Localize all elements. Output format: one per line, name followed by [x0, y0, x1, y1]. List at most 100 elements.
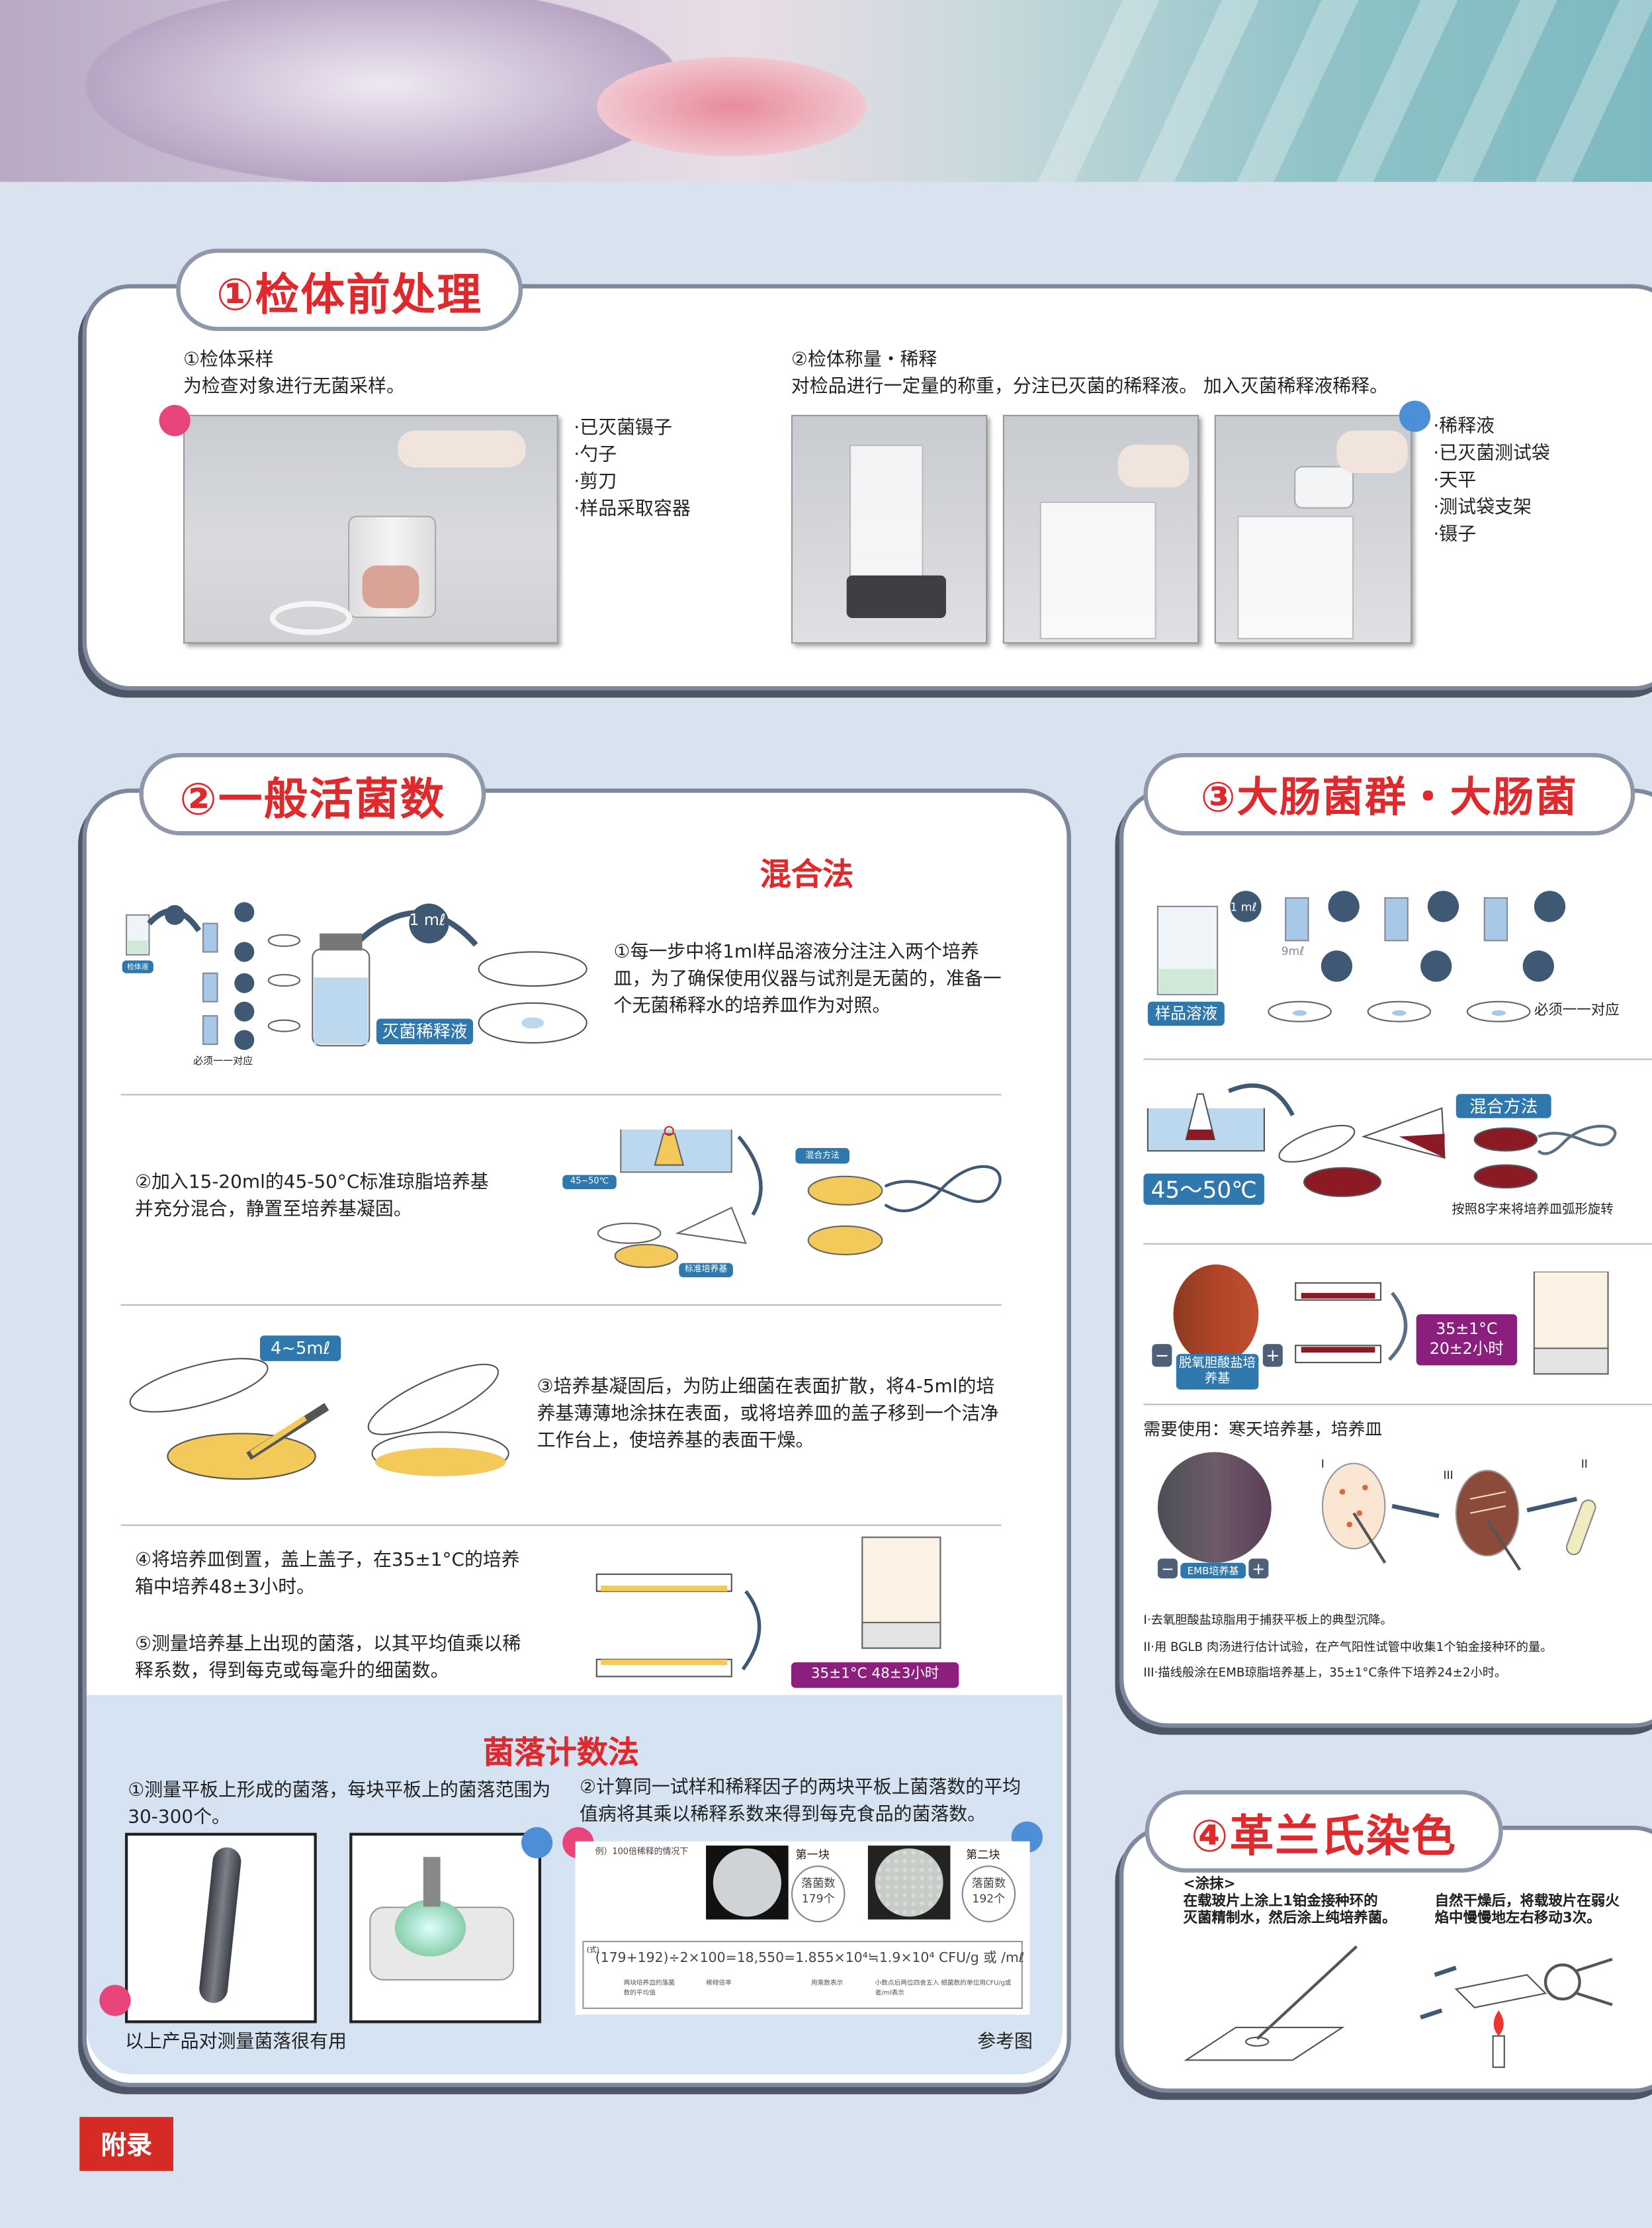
formula-box: (式) (179+192)÷2×100=18,550=1.855×10⁴≒1.9… — [582, 1940, 1025, 2009]
surface-spread-diagram — [129, 1358, 509, 1480]
step-text: ④将培养皿倒置，盖上盖子，在35±1°C的培养箱中培养48±3小时。 — [134, 1550, 520, 1599]
match-note: 必须一一对应 — [1534, 1003, 1620, 1019]
smear-heading: <涂抹> — [1183, 1877, 1236, 1893]
calculation-example: 例）100倍稀释的情况下 第一块 落菌数 179个 第二块 落菌数 192个 (… — [575, 1841, 1030, 2015]
pushpin-icon — [521, 1827, 553, 1859]
fixing-instructions: 自然干燥后，将载玻片在弱火 焰中慢慢地左右移动3次。 — [1435, 1894, 1620, 1928]
divider — [120, 1524, 1002, 1526]
reference-label: 参考图 — [977, 2031, 1033, 2053]
duration-value: 20±2小时 — [1429, 1339, 1504, 1359]
volume-bubble-label: 1 mℓ — [409, 911, 446, 930]
plus-label: + — [1262, 1344, 1283, 1367]
mixing-method-badge: 混合方法 — [1456, 1094, 1551, 1118]
plate2-photo — [867, 1846, 951, 1920]
count-value: 192个 — [972, 1892, 1006, 1906]
products-note: 以上产品对测量菌落很有用 — [124, 2031, 347, 2053]
section1-title: ①检体前处理 — [176, 248, 523, 332]
formula: (179+192)÷2×100=18,550=1.855×10⁴≒1.9×10⁴… — [595, 1950, 1025, 1967]
sample-liquid-badge: 检体液 — [122, 960, 153, 973]
incubation-condition-badge: 35±1°C 20±2小时 — [1416, 1314, 1518, 1366]
instruction-line: 在载玻片上涂上1铂金接种环的 — [1183, 1894, 1378, 1910]
step-text: ①每一步中将1ml样品溶液分注注入两个培养皿，为了确保使用仪器与试剂是无菌的，准… — [613, 942, 1002, 1018]
section3-title: ③大肠菌群・大肠菌 — [1143, 752, 1635, 836]
tool-item: ·已灭菌镊子 — [574, 418, 672, 439]
mixing-method-heading: 混合法 — [760, 858, 854, 894]
required-materials: 需要使用：寒天培养基，培养皿 — [1143, 1419, 1383, 1440]
match-note: 必须一一对应 — [193, 1055, 253, 1067]
streaking-diagram — [1321, 1462, 1596, 1571]
volume-badge: 4~5mℓ — [259, 1335, 341, 1361]
bag-photo — [1002, 414, 1199, 644]
annotation: 稀释倍率 — [706, 1981, 732, 1988]
step2-tools-list: ·稀释液 ·已灭菌测试袋 ·天平 ·测试袋支架 ·镊子 — [1433, 414, 1549, 549]
divider — [1143, 1404, 1652, 1405]
incubation-condition-badge: 35±1°C 48±3小时 — [791, 1662, 959, 1688]
minus-label: − — [1157, 1558, 1178, 1579]
divider — [1143, 1243, 1652, 1245]
sample-solution-badge: 样品溶液 — [1147, 1001, 1225, 1026]
step2-heading: ②检体称量・稀释 — [791, 349, 937, 371]
plate1-label: 第一块 — [795, 1848, 830, 1861]
step1-tools-list: ·已灭菌镊子 ·勺子 ·剪刀 ·样品采取容器 — [574, 415, 690, 523]
pushpin-icon — [1399, 400, 1431, 432]
emb-plate-photo — [1157, 1452, 1272, 1563]
colony-counter-device-photo — [349, 1832, 542, 2024]
step-label-II: II — [1581, 1457, 1588, 1471]
temperature-badge: 45~50℃ — [562, 1175, 617, 1190]
instruction-line: 自然干燥后，将载玻片在弱火 — [1434, 1894, 1620, 1910]
annotation: 小数点后两位四舍五入 细菌数的单位用CFU/g或者/ml表示 — [875, 1981, 1012, 1998]
divider — [120, 1094, 1002, 1096]
temperature-value: 35±1°C — [1436, 1319, 1498, 1339]
step-text: ②加入15-20ml的45-50°C标准琼脂培养基并充分混合，静置至培养基凝固。 — [134, 1172, 489, 1221]
colony-count-heading: 菌落计数法 — [482, 1736, 640, 1772]
coliform-incubation-diagram — [1295, 1271, 1609, 1375]
step-text: ⑤测量培养基上出现的菌落，以其平均值乘以稀释系数，得到每克或每毫升的细菌数。 — [134, 1634, 521, 1683]
pushpin-icon — [159, 404, 191, 437]
temperature-badge: 45～50℃ — [1143, 1173, 1264, 1205]
step1-desc: 为检查对象进行无菌采样。 — [183, 376, 405, 398]
step-label-I: I — [1321, 1457, 1325, 1471]
tool-item: ·已灭菌测试袋 — [1433, 443, 1550, 465]
note: II·用 BGLB 肉汤进行估计试验，在产气阳性试管中收集1个铂金接种环的量。 — [1143, 1640, 1553, 1655]
annotation: 两块培养皿的落菌数的平均值 — [623, 1981, 675, 1998]
deoxycholate-plate-photo — [1173, 1264, 1259, 1364]
header-photo — [0, 0, 1652, 182]
sampling-photo — [183, 414, 558, 644]
tool-item: ·样品采取容器 — [574, 498, 691, 520]
plate2-count-circle: 落菌数 192个 — [961, 1865, 1016, 1923]
step1-heading: ①检体采样 — [183, 349, 274, 371]
standard-medium-badge: 标准培养基 — [679, 1263, 733, 1278]
dilution-photo — [1214, 414, 1413, 644]
smear-instructions: <涂抹> 在载玻片上涂上1铂金接种环的 灭菌精制水，然后涂上纯培养菌。 — [1184, 1877, 1397, 1928]
section2-title: ②一般活菌数 — [139, 752, 486, 836]
mixing-method-badge: 混合方法 — [795, 1147, 849, 1164]
diluent-volume-label: 9mℓ — [1281, 944, 1305, 958]
plate2-label: 第二块 — [966, 1848, 1000, 1861]
tool-item: ·勺子 — [574, 445, 617, 467]
instruction-line: 焰中慢慢地左右移动3次。 — [1434, 1910, 1601, 1927]
count-value: 179个 — [801, 1892, 835, 1906]
step2-desc: 对检品进行一定量的称重，分注已灭菌的稀释液。 加入灭菌稀释液稀释。 — [791, 376, 1389, 398]
appendix-label: 附录 — [79, 2117, 173, 2171]
emb-medium-badge: EMB培养基 — [1180, 1562, 1246, 1579]
colony-text-2: ②计算同一试样和稀释因子的两块平板上菌落数的平均值病将其乘以稀释系数来得到每克食… — [580, 1777, 1022, 1826]
step-label-III: III — [1443, 1469, 1454, 1482]
formula-prefix: (式) — [586, 1946, 599, 1955]
minus-label: − — [1152, 1344, 1172, 1367]
agar-pouring-diagram — [597, 1126, 1002, 1269]
colony-counter-pen-photo — [124, 1832, 317, 2024]
divider — [1143, 1058, 1652, 1060]
volume-bubble-label: 1 mℓ — [1230, 901, 1257, 914]
coliform-notes: I·去氧胆酸盐琼脂用于捕获平板上的典型沉降。 II·用 BGLB 肉汤进行估计试… — [1143, 1609, 1552, 1687]
note: I·去氧胆酸盐琼脂用于捕获平板上的典型沉降。 — [1143, 1614, 1393, 1628]
count-label: 落菌数 — [971, 1877, 1006, 1890]
annotation: 用乘数表示 — [810, 1981, 844, 1988]
tool-item: ·稀释液 — [1433, 416, 1495, 438]
plus-label: + — [1248, 1558, 1269, 1579]
weighing-photo — [791, 414, 988, 644]
plate1-photo — [706, 1846, 789, 1920]
note: III·描线般涂在EMB琼脂培养基上，35±1°C条件下培养24±2小时。 — [1143, 1666, 1507, 1681]
divider — [120, 1304, 1002, 1306]
coliform-dilution-diagram — [1156, 891, 1566, 1022]
